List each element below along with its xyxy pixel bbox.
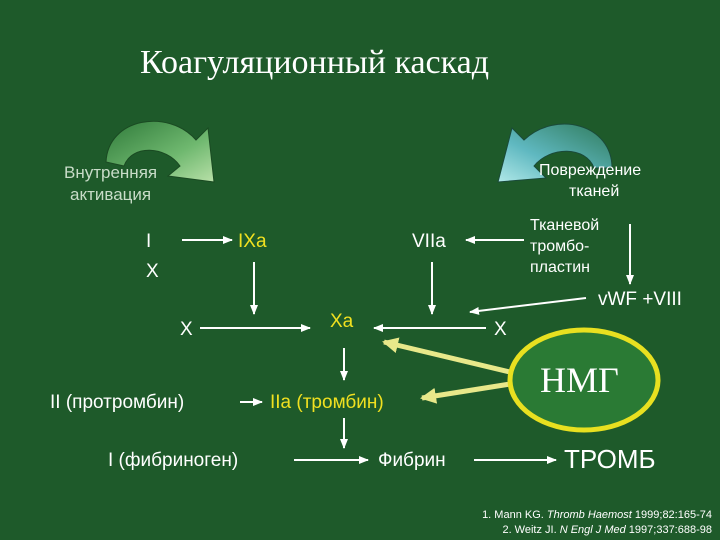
nmg-circle <box>507 327 661 433</box>
arrow-vwf-to-x <box>469 297 587 315</box>
thrombus: ТРОМБ <box>564 444 656 474</box>
fibrinogen: I (фибриноген) <box>108 450 239 471</box>
intrinsic-line2: активация <box>70 185 152 204</box>
reference-1-details: 1999;82:165-74 <box>631 509 712 521</box>
tissue-line2: тромбо- <box>530 238 590 255</box>
injury-line2: тканей <box>569 183 620 200</box>
curved-arrow-right-icon <box>497 123 613 183</box>
reference-2-details: 1997;337:688-98 <box>625 524 712 536</box>
reference-2-journal: N Engl J Med <box>559 524 626 536</box>
reference-1-journal: Thromb Haemost <box>546 509 632 521</box>
reference-2: 2. Weitz JI. N Engl J Med 1997;337:688-9… <box>502 523 712 538</box>
inhibit-arrow-to-iia <box>420 381 511 404</box>
reference-2-author: 2. Weitz JI. <box>502 524 560 536</box>
factor-ixa: IXa <box>238 231 267 252</box>
reference-1: 1. Mann KG. Thromb Haemost 1999;82:165-7… <box>482 508 712 523</box>
factor-x-left: X <box>180 319 193 340</box>
factor-ix-part2: X <box>146 261 159 282</box>
factor-xa: Xa <box>330 311 354 332</box>
thrombin: IIa (тромбин) <box>270 392 384 413</box>
injury-line1: Повреждение <box>539 162 642 179</box>
nmg-label: НМГ <box>540 360 619 400</box>
fibrin: Фибрин <box>378 450 446 471</box>
reference-1-author: 1. Mann KG. <box>482 509 547 521</box>
prothrombin: II (протромбин) <box>50 392 185 413</box>
intrinsic-line1: Внутренняя <box>64 163 158 182</box>
inhibit-arrow-to-xa <box>382 337 511 375</box>
factor-ix-part1: I <box>146 231 152 252</box>
page-title: Коагуляционный каскад <box>140 44 490 81</box>
tissue-line3: пластин <box>530 259 590 276</box>
curved-arrow-left-icon <box>105 120 215 183</box>
tissue-line1: Тканевой <box>530 217 600 234</box>
factor-x-right: X <box>494 319 507 340</box>
factor-viia: VIIa <box>412 231 446 252</box>
factor-vwf-viii: vWF +VIII <box>598 289 682 310</box>
